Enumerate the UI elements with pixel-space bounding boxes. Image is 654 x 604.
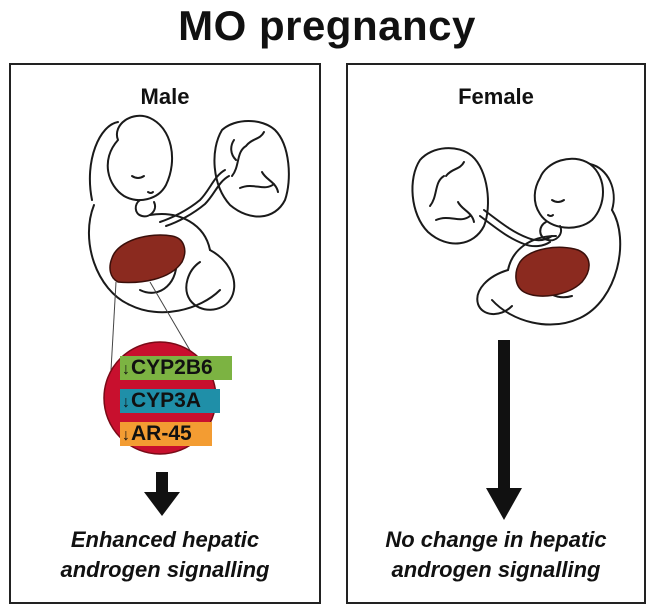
female-label: Female	[346, 84, 646, 110]
gene-tag-ar45: ↓AR-45	[120, 422, 212, 446]
down-arrow-icon: ↓	[122, 361, 130, 378]
gene-tag-cyp3a: ↓CYP3A	[120, 389, 220, 413]
male-down-arrow-icon	[144, 472, 180, 516]
male-label: Male	[9, 84, 321, 110]
female-fetus-illustration	[412, 148, 620, 324]
gene-tag-cyp2b6: ↓CYP2B6	[120, 356, 232, 380]
female-liver-icon	[516, 247, 589, 296]
down-arrow-icon: ↓	[122, 427, 130, 444]
female-down-arrow-icon	[486, 488, 522, 520]
male-outcome-text: Enhanced hepatic androgen signalling	[9, 525, 321, 585]
female-outcome-text: No change in hepatic androgen signalling	[346, 525, 646, 585]
female-arrow-shaft	[498, 340, 510, 490]
down-arrow-icon: ↓	[122, 394, 130, 411]
